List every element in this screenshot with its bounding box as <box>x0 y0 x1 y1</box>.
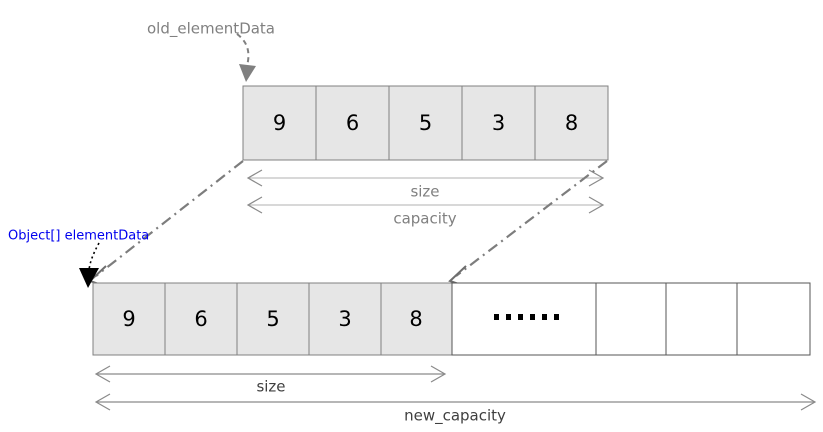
old-capacity-arrowhead-right <box>588 196 605 214</box>
old-elementdata-arrow-line <box>236 33 250 67</box>
connector-left-line <box>95 160 244 277</box>
new-array-cell <box>308 282 382 356</box>
old-array-cell <box>534 85 609 161</box>
connector-right-line <box>455 160 608 277</box>
new-array-cell <box>380 282 453 356</box>
connector-right-dashdot <box>448 160 608 289</box>
new-capacity-arrowhead-right <box>800 393 817 411</box>
old-elementdata-arrowhead <box>239 64 256 82</box>
new-array-cell-value: 5 <box>266 307 279 331</box>
old-array-cell <box>461 85 536 161</box>
new-elementdata-label: Object[] elementData <box>8 229 149 244</box>
new-elementdata-arrow-line <box>88 242 100 271</box>
old-array-cell-value: 3 <box>492 111 505 135</box>
new-array-cell-empty <box>736 282 811 356</box>
new-array-cell-empty <box>595 282 667 356</box>
new-array-cell-value: 3 <box>338 307 351 331</box>
new-array-group: 9 6 5 3 8 <box>92 282 811 356</box>
new-size-arrowhead-left <box>94 365 111 383</box>
new-array-cell-empty <box>665 282 738 356</box>
old-elementdata-pointer <box>236 33 256 82</box>
new-size-dimension: size <box>94 365 447 396</box>
old-size-arrowhead-left <box>246 169 263 187</box>
old-capacity-arrowhead-left <box>246 196 263 214</box>
old-array-group: 9 6 5 3 8 <box>242 85 609 161</box>
old-array-cell-value: 9 <box>273 111 286 135</box>
old-size-label: size <box>410 183 439 201</box>
new-array-cell-value: 8 <box>409 307 422 331</box>
old-array-cell-value: 6 <box>346 111 359 135</box>
new-capacity-dimension: new_capacity <box>94 393 817 426</box>
new-size-label: size <box>256 378 285 396</box>
new-array-cell-value: 9 <box>122 307 135 331</box>
new-size-arrowhead-right <box>430 365 447 383</box>
new-elementdata-pointer <box>79 242 100 288</box>
new-array-cell <box>236 282 310 356</box>
old-array-cell-value: 8 <box>565 111 578 135</box>
old-size-arrowhead-right <box>588 169 605 187</box>
old-size-dimension: size <box>246 169 605 201</box>
connector-left-dashdot <box>88 160 244 289</box>
new-array-cell-ellipsis <box>451 282 597 356</box>
new-elementdata-arrowhead <box>79 268 99 288</box>
old-array-cell <box>315 85 390 161</box>
new-array-cell <box>92 282 166 356</box>
old-capacity-label: capacity <box>393 210 456 228</box>
new-array-cell-value: 6 <box>194 307 207 331</box>
new-capacity-label: new_capacity <box>404 407 506 426</box>
new-array-cell <box>164 282 238 356</box>
old-array-cell-value: 5 <box>419 111 432 135</box>
old-array-cell <box>388 85 463 161</box>
ellipsis-dots <box>494 314 559 320</box>
old-array-cell <box>242 85 317 161</box>
new-capacity-arrowhead-left <box>94 393 111 411</box>
old-capacity-dimension: capacity <box>246 196 605 228</box>
old-elementdata-label: old_elementData <box>147 20 275 39</box>
